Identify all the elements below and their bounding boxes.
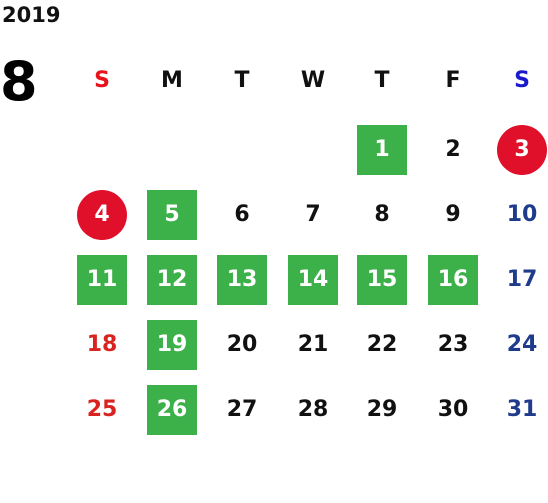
- calendar-day-28[interactable]: 28: [297, 397, 329, 422]
- calendar-day-1[interactable]: 1: [357, 125, 407, 175]
- calendar-day-21[interactable]: 21: [297, 332, 329, 357]
- calendar-day-4[interactable]: 4: [77, 190, 127, 240]
- calendar-day-5[interactable]: 5: [147, 190, 197, 240]
- calendar-day-30[interactable]: 30: [437, 397, 469, 422]
- weekday-header-mon: M: [161, 68, 183, 93]
- calendar-day-6[interactable]: 6: [234, 202, 250, 227]
- calendar-day-2[interactable]: 2: [445, 137, 461, 162]
- year-label: 2019: [2, 3, 61, 27]
- calendar-day-16[interactable]: 16: [428, 255, 478, 305]
- calendar-day-24[interactable]: 24: [506, 332, 538, 357]
- weekday-header-sun: S: [94, 68, 110, 93]
- calendar-day-14[interactable]: 14: [288, 255, 338, 305]
- calendar-day-20[interactable]: 20: [226, 332, 258, 357]
- weekday-header-tue: T: [234, 68, 250, 93]
- calendar-day-8[interactable]: 8: [374, 202, 390, 227]
- calendar-day-25[interactable]: 25: [86, 397, 118, 422]
- calendar-day-23[interactable]: 23: [437, 332, 469, 357]
- calendar-day-10[interactable]: 10: [506, 202, 538, 227]
- calendar-day-22[interactable]: 22: [366, 332, 398, 357]
- calendar-day-17[interactable]: 17: [506, 267, 538, 292]
- calendar-day-27[interactable]: 27: [226, 397, 258, 422]
- calendar-day-3[interactable]: 3: [497, 125, 547, 175]
- calendar-day-19[interactable]: 19: [147, 320, 197, 370]
- calendar-day-13[interactable]: 13: [217, 255, 267, 305]
- month-label: 8: [0, 50, 38, 113]
- calendar-day-11[interactable]: 11: [77, 255, 127, 305]
- weekday-header-wed: W: [300, 68, 326, 93]
- calendar-day-26[interactable]: 26: [147, 385, 197, 435]
- calendar-day-29[interactable]: 29: [366, 397, 398, 422]
- calendar-day-7[interactable]: 7: [305, 202, 321, 227]
- calendar-day-12[interactable]: 12: [147, 255, 197, 305]
- weekday-header-sat: S: [514, 68, 530, 93]
- calendar-day-9[interactable]: 9: [445, 202, 461, 227]
- weekday-header-thu: T: [374, 68, 390, 93]
- calendar-day-18[interactable]: 18: [86, 332, 118, 357]
- calendar-day-31[interactable]: 31: [506, 397, 538, 422]
- weekday-header-fri: F: [445, 68, 461, 93]
- calendar-day-15[interactable]: 15: [357, 255, 407, 305]
